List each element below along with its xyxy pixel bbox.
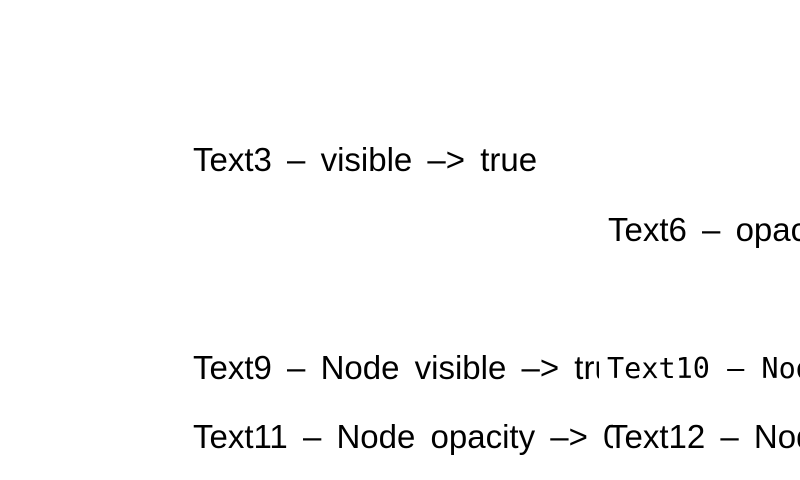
text3-visible-text: Text3 – visible –> true (193, 141, 538, 178)
text12-node-opacity-text: Text12 – Nod (608, 418, 800, 455)
text3-visible-label: Text3 – visible –> true (193, 141, 537, 179)
text10-node-visible-label: Text10 – Nod (607, 352, 800, 386)
text6-opacity-label: Text6 – opac (608, 211, 800, 249)
text12-node-opacity-label: Text12 – Nod (608, 418, 800, 456)
text6-opacity-text: Text6 – opac (608, 211, 800, 248)
text11-node-opacity-label: Text11 – Node opacity –> 0 (193, 418, 613, 456)
text10-node-visible-text: Text10 – Nod (607, 352, 800, 385)
text9-clipped-glyph: u (594, 349, 599, 387)
text11-clipped-glyph: 0 (603, 418, 614, 455)
text11-node-opacity-text: Text11 – Node opacity –> (193, 418, 604, 455)
text9-node-visible-text: Text9 – Node visible –> tr (193, 349, 595, 386)
text9-node-visible-label: Text9 – Node visible –> tru (193, 349, 599, 387)
